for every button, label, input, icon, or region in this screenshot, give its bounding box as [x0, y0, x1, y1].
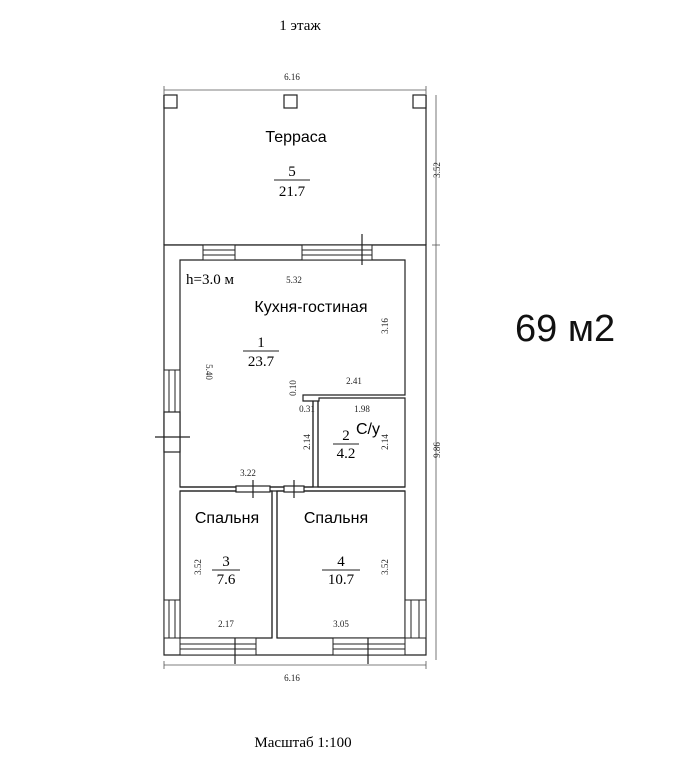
dim-bath-left: 2.14 — [302, 434, 312, 450]
dim-bedroom3-left: 3.52 — [193, 559, 203, 575]
dim-top-width: 6.16 — [284, 72, 300, 82]
room-area: 10.7 — [328, 572, 355, 588]
room-name: С/у — [356, 421, 380, 438]
doors — [155, 234, 369, 664]
dim-bath-width: 1.98 — [354, 404, 370, 414]
room-number: 5 — [288, 164, 296, 180]
total-area: 69 м2 — [515, 308, 616, 350]
room-number: 1 — [257, 335, 265, 351]
room-bedroom-3: Спальня 3 7.6 — [195, 510, 259, 588]
window — [163, 369, 181, 413]
window — [179, 637, 257, 656]
dim-bath-right: 2.14 — [380, 434, 390, 450]
room-area: 23.7 — [248, 354, 275, 370]
dimension-labels: 6.16 6.16 3.52 9.86 5.32 3.16 5.40 2.41 … — [193, 72, 442, 683]
room-area: 21.7 — [279, 184, 306, 200]
dim-bedroom4-bottom: 3.05 — [333, 619, 349, 629]
room-number: 3 — [222, 554, 230, 570]
dimension-lines — [163, 86, 440, 669]
dim-living-depth: 3.16 — [380, 318, 390, 334]
window — [301, 244, 373, 261]
dim-bottom-width: 6.16 — [284, 673, 300, 683]
window — [202, 244, 236, 261]
terrace-posts — [163, 94, 427, 109]
room-terrace: Терраса 5 21.7 — [265, 129, 326, 200]
dim-house-depth: 9.86 — [432, 442, 442, 458]
room-name: Кухня-гостиная — [254, 299, 367, 316]
dim-bedroom3-bottom: 2.17 — [218, 619, 234, 629]
dim-bedroom3-top: 3.22 — [240, 468, 256, 478]
floor-title: 1 этаж — [279, 18, 321, 34]
dim-partition-0-10: 0.10 — [288, 380, 298, 396]
window — [404, 599, 427, 639]
window — [332, 637, 406, 656]
room-name: Спальня — [304, 510, 368, 527]
exterior-walls — [163, 244, 427, 656]
room-name: Терраса — [265, 129, 326, 146]
room-number: 2 — [342, 428, 350, 444]
window — [163, 599, 181, 639]
dim-partition-0-31: 0.31 — [299, 404, 315, 414]
dim-living-width: 5.32 — [286, 275, 302, 285]
room-bathroom: С/у 2 4.2 — [333, 421, 380, 462]
room-name: Спальня — [195, 510, 259, 527]
dim-living-left: 5.40 — [204, 364, 214, 380]
room-bedroom-4: Спальня 4 10.7 — [304, 510, 368, 588]
room-area: 7.6 — [217, 572, 236, 588]
dim-partition-2-41: 2.41 — [346, 376, 362, 386]
room-number: 4 — [337, 554, 345, 570]
room-area: 4.2 — [337, 446, 356, 462]
dim-bedroom4-right: 3.52 — [380, 559, 390, 575]
scale-label: Масштаб 1:100 — [254, 735, 351, 751]
windows — [163, 244, 427, 656]
dim-terrace-depth: 3.52 — [432, 162, 442, 178]
ceiling-height: h=3.0 м — [186, 272, 234, 288]
room-kitchen-living: Кухня-гостиная 1 23.7 h=3.0 м — [186, 272, 368, 370]
